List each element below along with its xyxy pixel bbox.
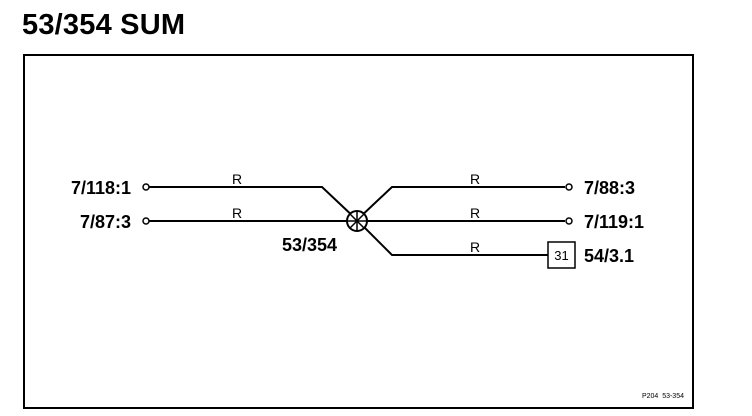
wire-right-bottom: [356, 219, 548, 256]
left-label-top: 7/118:1: [71, 178, 131, 198]
right-label-middle: 7/119:1: [584, 212, 644, 232]
right-label-top: 7/88:3: [584, 178, 635, 198]
wire-code-right-bottom: R: [470, 239, 480, 255]
splice-label: 53/354: [282, 235, 337, 255]
splice-icon: [346, 210, 368, 232]
diagram-frame: [23, 54, 694, 409]
wire-right-top: [356, 186, 565, 221]
wire-left-top: [149, 186, 358, 221]
wire-code-left-bottom: R: [232, 205, 242, 221]
connector-box-label: 31: [554, 248, 568, 263]
wire-code-right-top: R: [470, 171, 480, 187]
right-label-bottom: 54/3.1: [584, 246, 634, 266]
terminal-right-top: [565, 183, 573, 191]
wire-code-left-top: R: [232, 171, 242, 187]
left-label-bottom: 7/87:3: [80, 212, 131, 232]
terminal-right-middle: [565, 217, 573, 225]
page-title: 53/354 SUM: [22, 9, 186, 41]
terminal-left-top: [142, 183, 150, 191]
wire-code-right-middle: R: [470, 205, 480, 221]
footer-reference: P204 53-354: [642, 393, 684, 400]
connector-box: [547, 241, 576, 269]
terminal-left-bottom: [142, 217, 150, 225]
